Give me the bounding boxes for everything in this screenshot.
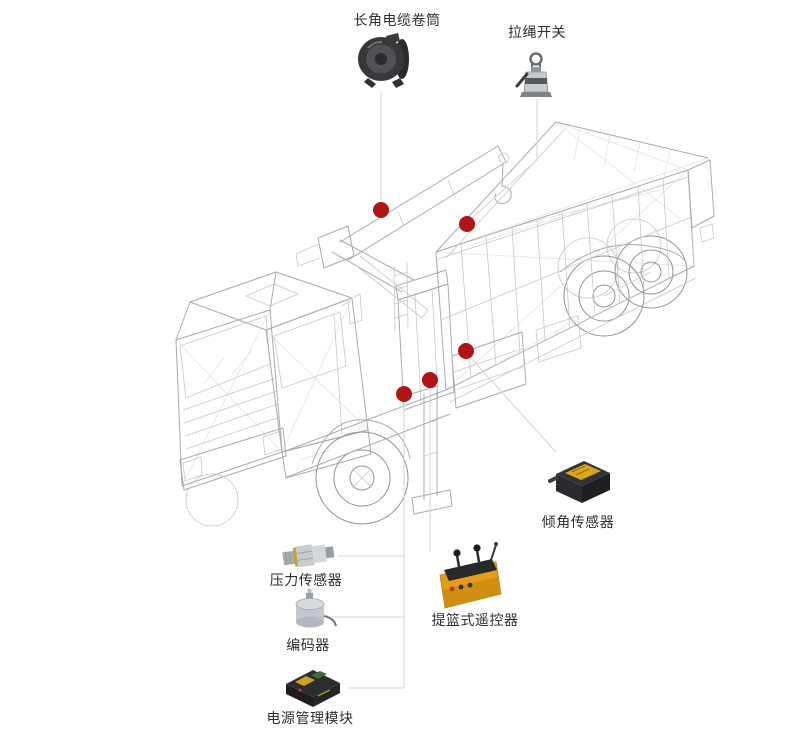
mount-marker-power-chain [396, 386, 412, 402]
label-pull-rope-switch: 拉绳开关 [508, 25, 566, 41]
truck-cargo-bed [282, 121, 715, 478]
leader-tilt-sensor [469, 356, 557, 453]
label-tilt-sensor: 倾角传感器 [541, 515, 615, 531]
encoder-icon [295, 589, 337, 628]
label-remote-control: 提篮式遥控器 [431, 613, 519, 629]
pull-rope-switch-icon [515, 52, 552, 97]
label-encoder: 编码器 [286, 638, 330, 654]
mount-marker-cable-reel [373, 202, 389, 218]
tilt-sensor-icon [548, 461, 610, 503]
pressure-sensor-icon [282, 544, 335, 568]
component-icons [282, 33, 610, 707]
truck-wheels [185, 218, 688, 527]
power-module-icon [286, 670, 340, 707]
truck-wireframe [175, 121, 715, 527]
leader-pull-rope-switch [471, 99, 538, 219]
leader-lines [332, 92, 557, 689]
label-power-module: 电源管理模块 [266, 711, 354, 727]
label-cable-reel: 长角电缆卷筒 [353, 13, 441, 29]
mount-markers [373, 202, 475, 402]
mount-marker-remote-control [422, 372, 438, 388]
mount-marker-pull-rope-switch [459, 216, 475, 232]
mount-marker-tilt-sensor [458, 343, 474, 359]
wireframe-mesh-lines [175, 121, 709, 487]
remote-control-icon [439, 542, 502, 609]
label-pressure-sensor: 压力传感器 [269, 573, 343, 589]
cable-reel-icon [358, 33, 409, 88]
leader-power-chain [348, 403, 405, 689]
truck-cab [175, 271, 372, 491]
